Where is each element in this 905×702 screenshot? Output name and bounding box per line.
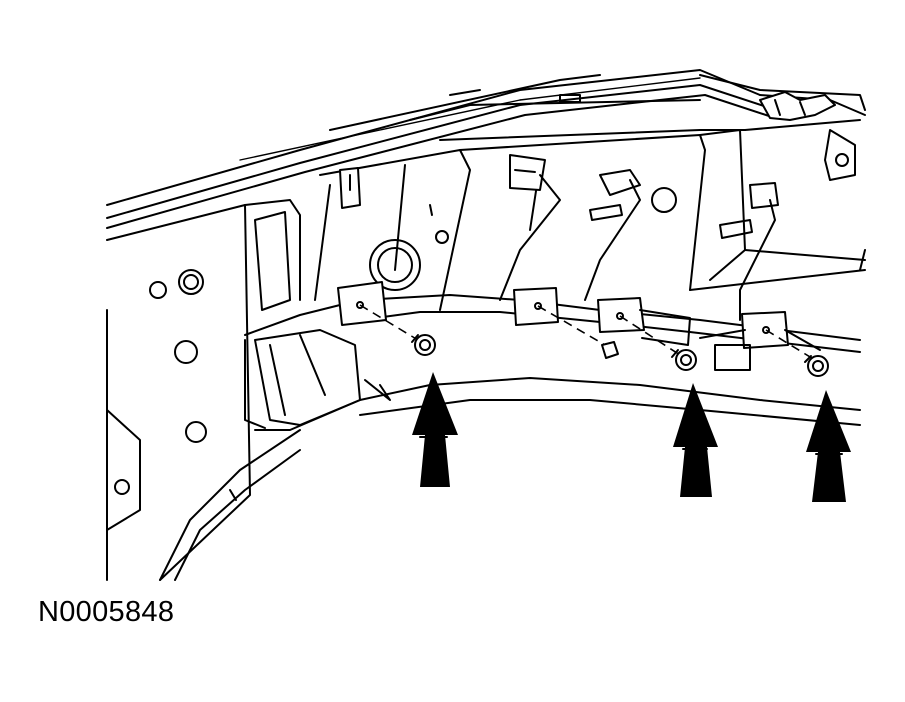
fasteners bbox=[411, 334, 829, 377]
callout-arrows bbox=[412, 372, 851, 502]
radiator-support-structure bbox=[314, 129, 866, 311]
bolt-1 bbox=[411, 334, 436, 356]
bolt-2 bbox=[671, 349, 697, 371]
mounting-tabs bbox=[337, 281, 821, 371]
fender-apron-panel bbox=[106, 199, 301, 581]
bumper-support-brackets bbox=[339, 154, 779, 321]
hood-latch-clip bbox=[759, 91, 866, 271]
arrow-3 bbox=[806, 390, 851, 502]
bolt-3 bbox=[804, 355, 829, 377]
fastener-alignment-lines bbox=[359, 304, 816, 361]
figure-id-label: N0005848 bbox=[38, 596, 175, 628]
push-pin bbox=[601, 341, 619, 359]
arrow-1 bbox=[412, 372, 458, 487]
arrow-2 bbox=[673, 383, 718, 497]
